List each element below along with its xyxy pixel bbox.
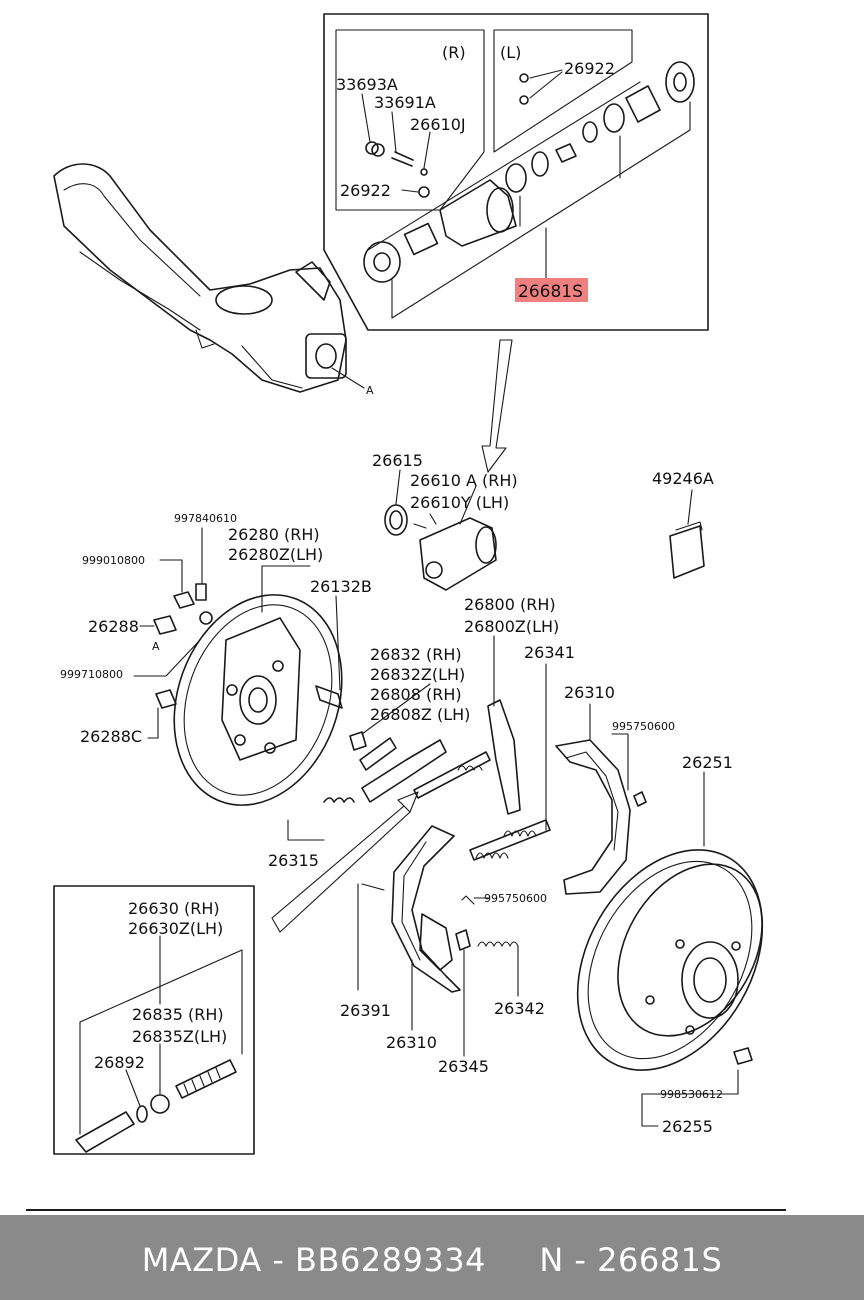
label-26280z: 26280Z(LH) xyxy=(228,545,323,564)
highlight-box xyxy=(515,278,588,302)
label-26800z: 26800Z(LH) xyxy=(464,617,559,636)
label-26288: 26288 xyxy=(88,617,139,636)
label-26892: 26892 xyxy=(94,1053,145,1072)
adjuster-inset xyxy=(53,885,255,1155)
label-998530612: 998530612 xyxy=(660,1088,723,1101)
label-33693a: 33693A xyxy=(336,75,398,94)
label-26832z: 26832Z(LH) xyxy=(370,665,465,684)
label-26832: 26832 (RH) xyxy=(370,645,462,664)
label-26808: 26808 (RH) xyxy=(370,685,462,704)
label-26315: 26315 xyxy=(268,851,319,870)
label-26342: 26342 xyxy=(494,999,545,1018)
label-26391: 26391 xyxy=(340,1001,391,1020)
backing-plate xyxy=(173,565,343,806)
label-33691a: 33691A xyxy=(374,93,436,112)
wheel-cylinder-assembly xyxy=(384,469,497,591)
label-ref-a-top: A xyxy=(366,384,374,397)
label-inset-left: (L) xyxy=(500,43,521,62)
label-26808z: 26808Z (LH) xyxy=(370,705,470,724)
label-26610j: 26610J xyxy=(410,115,466,134)
label-26800: 26800 (RH) xyxy=(464,595,556,614)
label-999710800: 999710800 xyxy=(60,668,123,681)
label-26255: 26255 xyxy=(662,1117,713,1136)
pad-clip-49246a xyxy=(669,489,705,579)
label-26251: 26251 xyxy=(682,753,733,772)
brake-parts-diagram: (R) (L) 33693A 33691A 26610J 26922 26922… xyxy=(26,13,786,1211)
wheel-cylinder-inset xyxy=(323,13,709,331)
guide-arrow-down xyxy=(481,339,513,473)
label-999010800: 999010800 xyxy=(82,554,145,567)
label-995750600-mid: 995750600 xyxy=(484,892,547,905)
label-26835: 26835 (RH) xyxy=(132,1005,224,1024)
label-26280: 26280 (RH) xyxy=(228,525,320,544)
footer-bar: MAZDA - BB6289334 N - 26681S xyxy=(0,1215,864,1300)
label-997840610: 997840610 xyxy=(174,512,237,525)
label-26132b: 26132B xyxy=(310,577,372,596)
label-26345: 26345 xyxy=(438,1057,489,1076)
label-26835z: 26835Z(LH) xyxy=(132,1027,227,1046)
label-26310-top: 26310 xyxy=(564,683,615,702)
label-ref-a-left: A xyxy=(152,640,160,653)
brake-shoe-top xyxy=(555,703,647,895)
label-26288c: 26288C xyxy=(80,727,142,746)
footer-part-info: MAZDA - BB6289334 N - 26681S xyxy=(141,1241,723,1279)
axle-knuckle-sketch xyxy=(53,163,365,393)
label-26630z: 26630Z(LH) xyxy=(128,919,223,938)
label-26922-l: 26922 xyxy=(564,59,615,78)
label-26615: 26615 xyxy=(372,451,423,470)
label-26630: 26630 (RH) xyxy=(128,899,220,918)
nuts-bolts-left xyxy=(133,527,213,739)
label-26610a: 26610 A (RH) xyxy=(410,471,518,490)
label-26341: 26341 xyxy=(524,643,575,662)
label-26310-bottom: 26310 xyxy=(386,1033,437,1052)
assembly-arrow xyxy=(271,791,419,933)
label-49246a: 49246A xyxy=(652,469,714,488)
label-26610y: 26610Y (LH) xyxy=(410,493,509,512)
label-995750600-top: 995750600 xyxy=(612,720,675,733)
label-26922-r: 26922 xyxy=(340,181,391,200)
brake-drum xyxy=(576,771,764,1127)
brake-shoe-bottom xyxy=(357,825,519,1057)
label-inset-right: (R) xyxy=(442,43,466,62)
label-26681s-highlight: 26681S xyxy=(518,282,583,302)
